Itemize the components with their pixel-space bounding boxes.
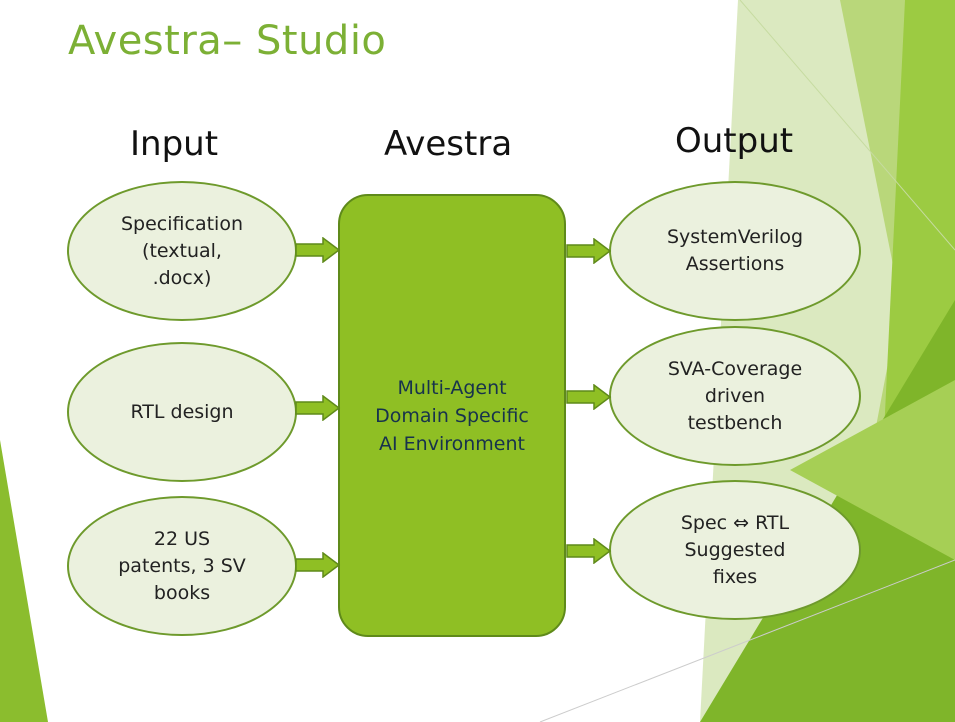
arrow-input-3-icon xyxy=(295,552,341,578)
input-specification-label: Specification (textual, .docx) xyxy=(121,212,243,289)
output-testbench-node: SVA-Coverage driven testbench xyxy=(609,326,861,466)
arrow-input-1-icon xyxy=(295,237,341,263)
arrow-output-3-icon xyxy=(566,538,612,564)
output-assertions-node: SystemVerilog Assertions xyxy=(609,181,861,321)
avestra-engine-label: Multi-Agent Domain Specific AI Environme… xyxy=(375,376,529,455)
arrow-output-2-icon xyxy=(566,384,612,410)
arrow-input-2-icon xyxy=(295,395,341,421)
thin-line-1 xyxy=(539,559,955,722)
input-specification-node: Specification (textual, .docx) xyxy=(67,181,297,321)
input-rtl-design-node: RTL design xyxy=(67,342,297,482)
output-fixes-label: Spec ⇔ RTL Suggested fixes xyxy=(680,511,790,588)
right-accent-triangle xyxy=(790,380,955,560)
slide-title: Avestra– Studio xyxy=(68,18,387,64)
input-column-heading: Input xyxy=(130,124,219,164)
input-rtl-design-label: RTL design xyxy=(130,400,234,423)
avestra-engine-box: Multi-Agent Domain Specific AI Environme… xyxy=(338,194,566,637)
left-green-shape xyxy=(0,440,48,722)
arrow-output-1-icon xyxy=(566,238,612,264)
avestra-column-heading: Avestra xyxy=(384,124,513,164)
input-patents-books-node: 22 US patents, 3 SV books xyxy=(67,496,297,636)
output-assertions-label: SystemVerilog Assertions xyxy=(666,226,804,275)
input-patents-books-label: 22 US patents, 3 SV books xyxy=(118,527,246,604)
output-testbench-label: SVA-Coverage driven testbench xyxy=(667,357,803,434)
thin-line-2 xyxy=(739,0,955,251)
output-fixes-node: Spec ⇔ RTL Suggested fixes xyxy=(609,480,861,620)
output-column-heading: Output xyxy=(675,121,794,161)
